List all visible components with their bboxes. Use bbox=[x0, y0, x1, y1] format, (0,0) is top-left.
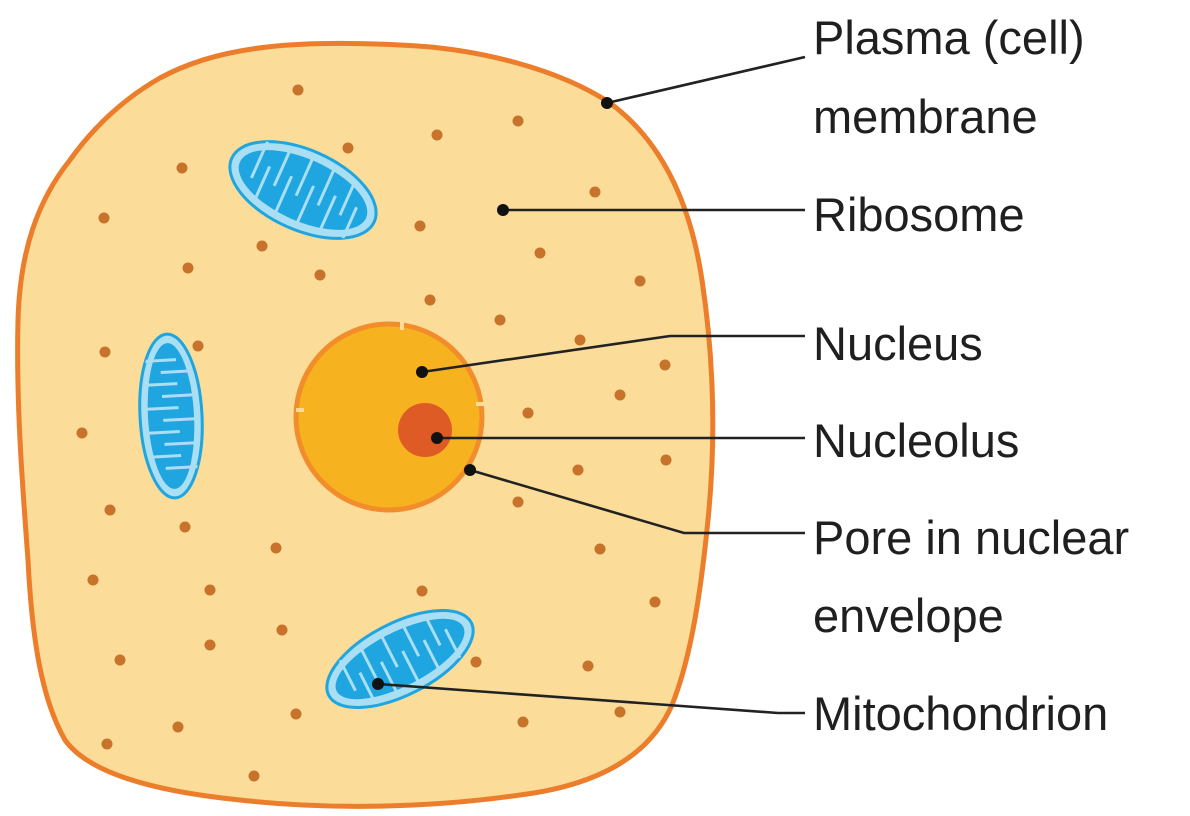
ribosome-dot bbox=[513, 116, 524, 127]
ribosome-dot bbox=[277, 625, 288, 636]
ribosome-dot bbox=[77, 428, 88, 439]
ribosome-dot bbox=[183, 263, 194, 274]
ribosome-dot bbox=[271, 543, 282, 554]
label-ribosome: Ribosome bbox=[813, 188, 1025, 241]
ribosome-dot bbox=[417, 586, 428, 597]
leader-plasma-membrane bbox=[607, 57, 805, 103]
label-plasma-membrane-line2: membrane bbox=[813, 90, 1038, 143]
ribosome-dot bbox=[573, 465, 584, 476]
label-nuclear-pore-line1: Pore in nuclear bbox=[813, 511, 1129, 564]
ribosome-dot bbox=[615, 390, 626, 401]
pointer-nuclear-pore bbox=[464, 464, 476, 476]
ribosome-dot bbox=[100, 347, 111, 358]
pointer-mitochondrion bbox=[372, 678, 384, 690]
label-mitochondrion: Mitochondrion bbox=[813, 687, 1108, 740]
ribosome-dot bbox=[315, 270, 326, 281]
ribosome-dot bbox=[343, 143, 354, 154]
ribosome-dot bbox=[257, 241, 268, 252]
ribosome-dot bbox=[535, 248, 546, 259]
ribosome-dot bbox=[661, 455, 672, 466]
labels: Plasma (cell) membrane Ribosome Nucleus … bbox=[813, 11, 1129, 740]
nucleolus bbox=[398, 403, 452, 457]
label-nucleus: Nucleus bbox=[813, 317, 983, 370]
ribosome-dot bbox=[205, 585, 216, 596]
ribosome-dot bbox=[615, 707, 626, 718]
ribosome-dot bbox=[518, 717, 529, 728]
ribosome-dot bbox=[193, 341, 204, 352]
ribosome-dot bbox=[173, 722, 184, 733]
ribosome-dot bbox=[205, 640, 216, 651]
ribosome-dot bbox=[180, 522, 191, 533]
ribosome-dot bbox=[115, 655, 126, 666]
ribosome-dot bbox=[99, 213, 110, 224]
ribosome-dot bbox=[177, 163, 188, 174]
ribosome-dot bbox=[432, 130, 443, 141]
ribosome-dot bbox=[523, 408, 534, 419]
ribosome-dot bbox=[102, 739, 113, 750]
ribosome-dot bbox=[425, 295, 436, 306]
pointer-nucleolus bbox=[431, 432, 443, 444]
ribosome-dot bbox=[590, 187, 601, 198]
ribosome-dot bbox=[635, 276, 646, 287]
ribosome-dot bbox=[471, 657, 482, 668]
ribosome-dot bbox=[249, 771, 260, 782]
ribosome-dot bbox=[595, 544, 606, 555]
ribosome-dot bbox=[105, 505, 116, 516]
ribosome-dot bbox=[88, 575, 99, 586]
ribosome-dot bbox=[293, 85, 304, 96]
label-nuclear-pore-line2: envelope bbox=[813, 589, 1004, 642]
ribosome-dot bbox=[415, 221, 426, 232]
ribosome-dot bbox=[583, 661, 594, 672]
ribosome-dot bbox=[650, 597, 661, 608]
ribosome-dot bbox=[575, 335, 586, 346]
ribosome-dot bbox=[495, 315, 506, 326]
ribosome-dot bbox=[513, 497, 524, 508]
pointer-nucleus bbox=[416, 366, 428, 378]
label-plasma-membrane-line1: Plasma (cell) bbox=[813, 11, 1085, 64]
ribosome-dot bbox=[660, 360, 671, 371]
pointer-plasma-membrane bbox=[601, 97, 613, 109]
ribosome-dot bbox=[291, 709, 302, 720]
pointer-ribosome bbox=[497, 204, 509, 216]
nucleus bbox=[296, 322, 484, 510]
label-nucleolus: Nucleolus bbox=[813, 414, 1019, 467]
